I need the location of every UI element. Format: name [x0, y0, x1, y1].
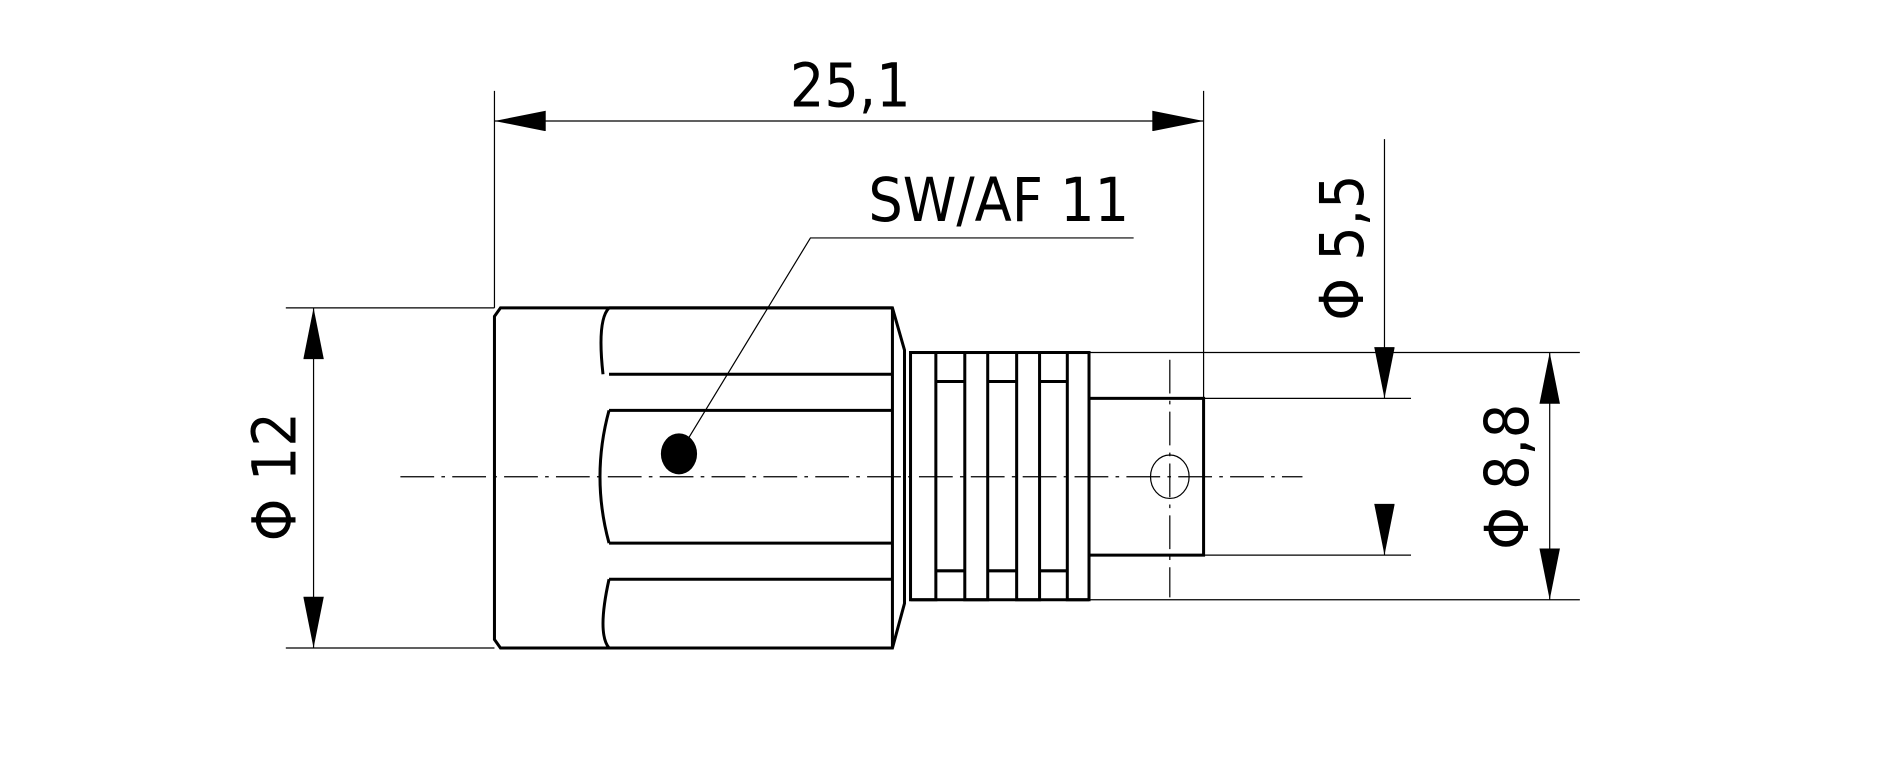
- wrench-size-label: SW/AF 11: [868, 166, 1129, 236]
- shaft-diameter-dimension: Φ 8,8: [1473, 352, 1560, 600]
- pin-section: [1087, 351, 1580, 601]
- length-label: 25,1: [790, 52, 911, 122]
- outer-diameter-label: Φ 12: [240, 412, 310, 541]
- wrench-size-callout: SW/AF 11: [678, 166, 1134, 455]
- shaft-diameter-label: Φ 8,8: [1473, 404, 1543, 550]
- pin-diameter-label: Φ 5,5: [1308, 175, 1378, 321]
- pin-diameter-dimension: Φ 5,5: [1203, 139, 1412, 556]
- length-dimension: 25,1: [493, 52, 1205, 399]
- outer-diameter-dimension: Φ 12: [240, 307, 495, 649]
- hex-nut-body: [492, 306, 907, 650]
